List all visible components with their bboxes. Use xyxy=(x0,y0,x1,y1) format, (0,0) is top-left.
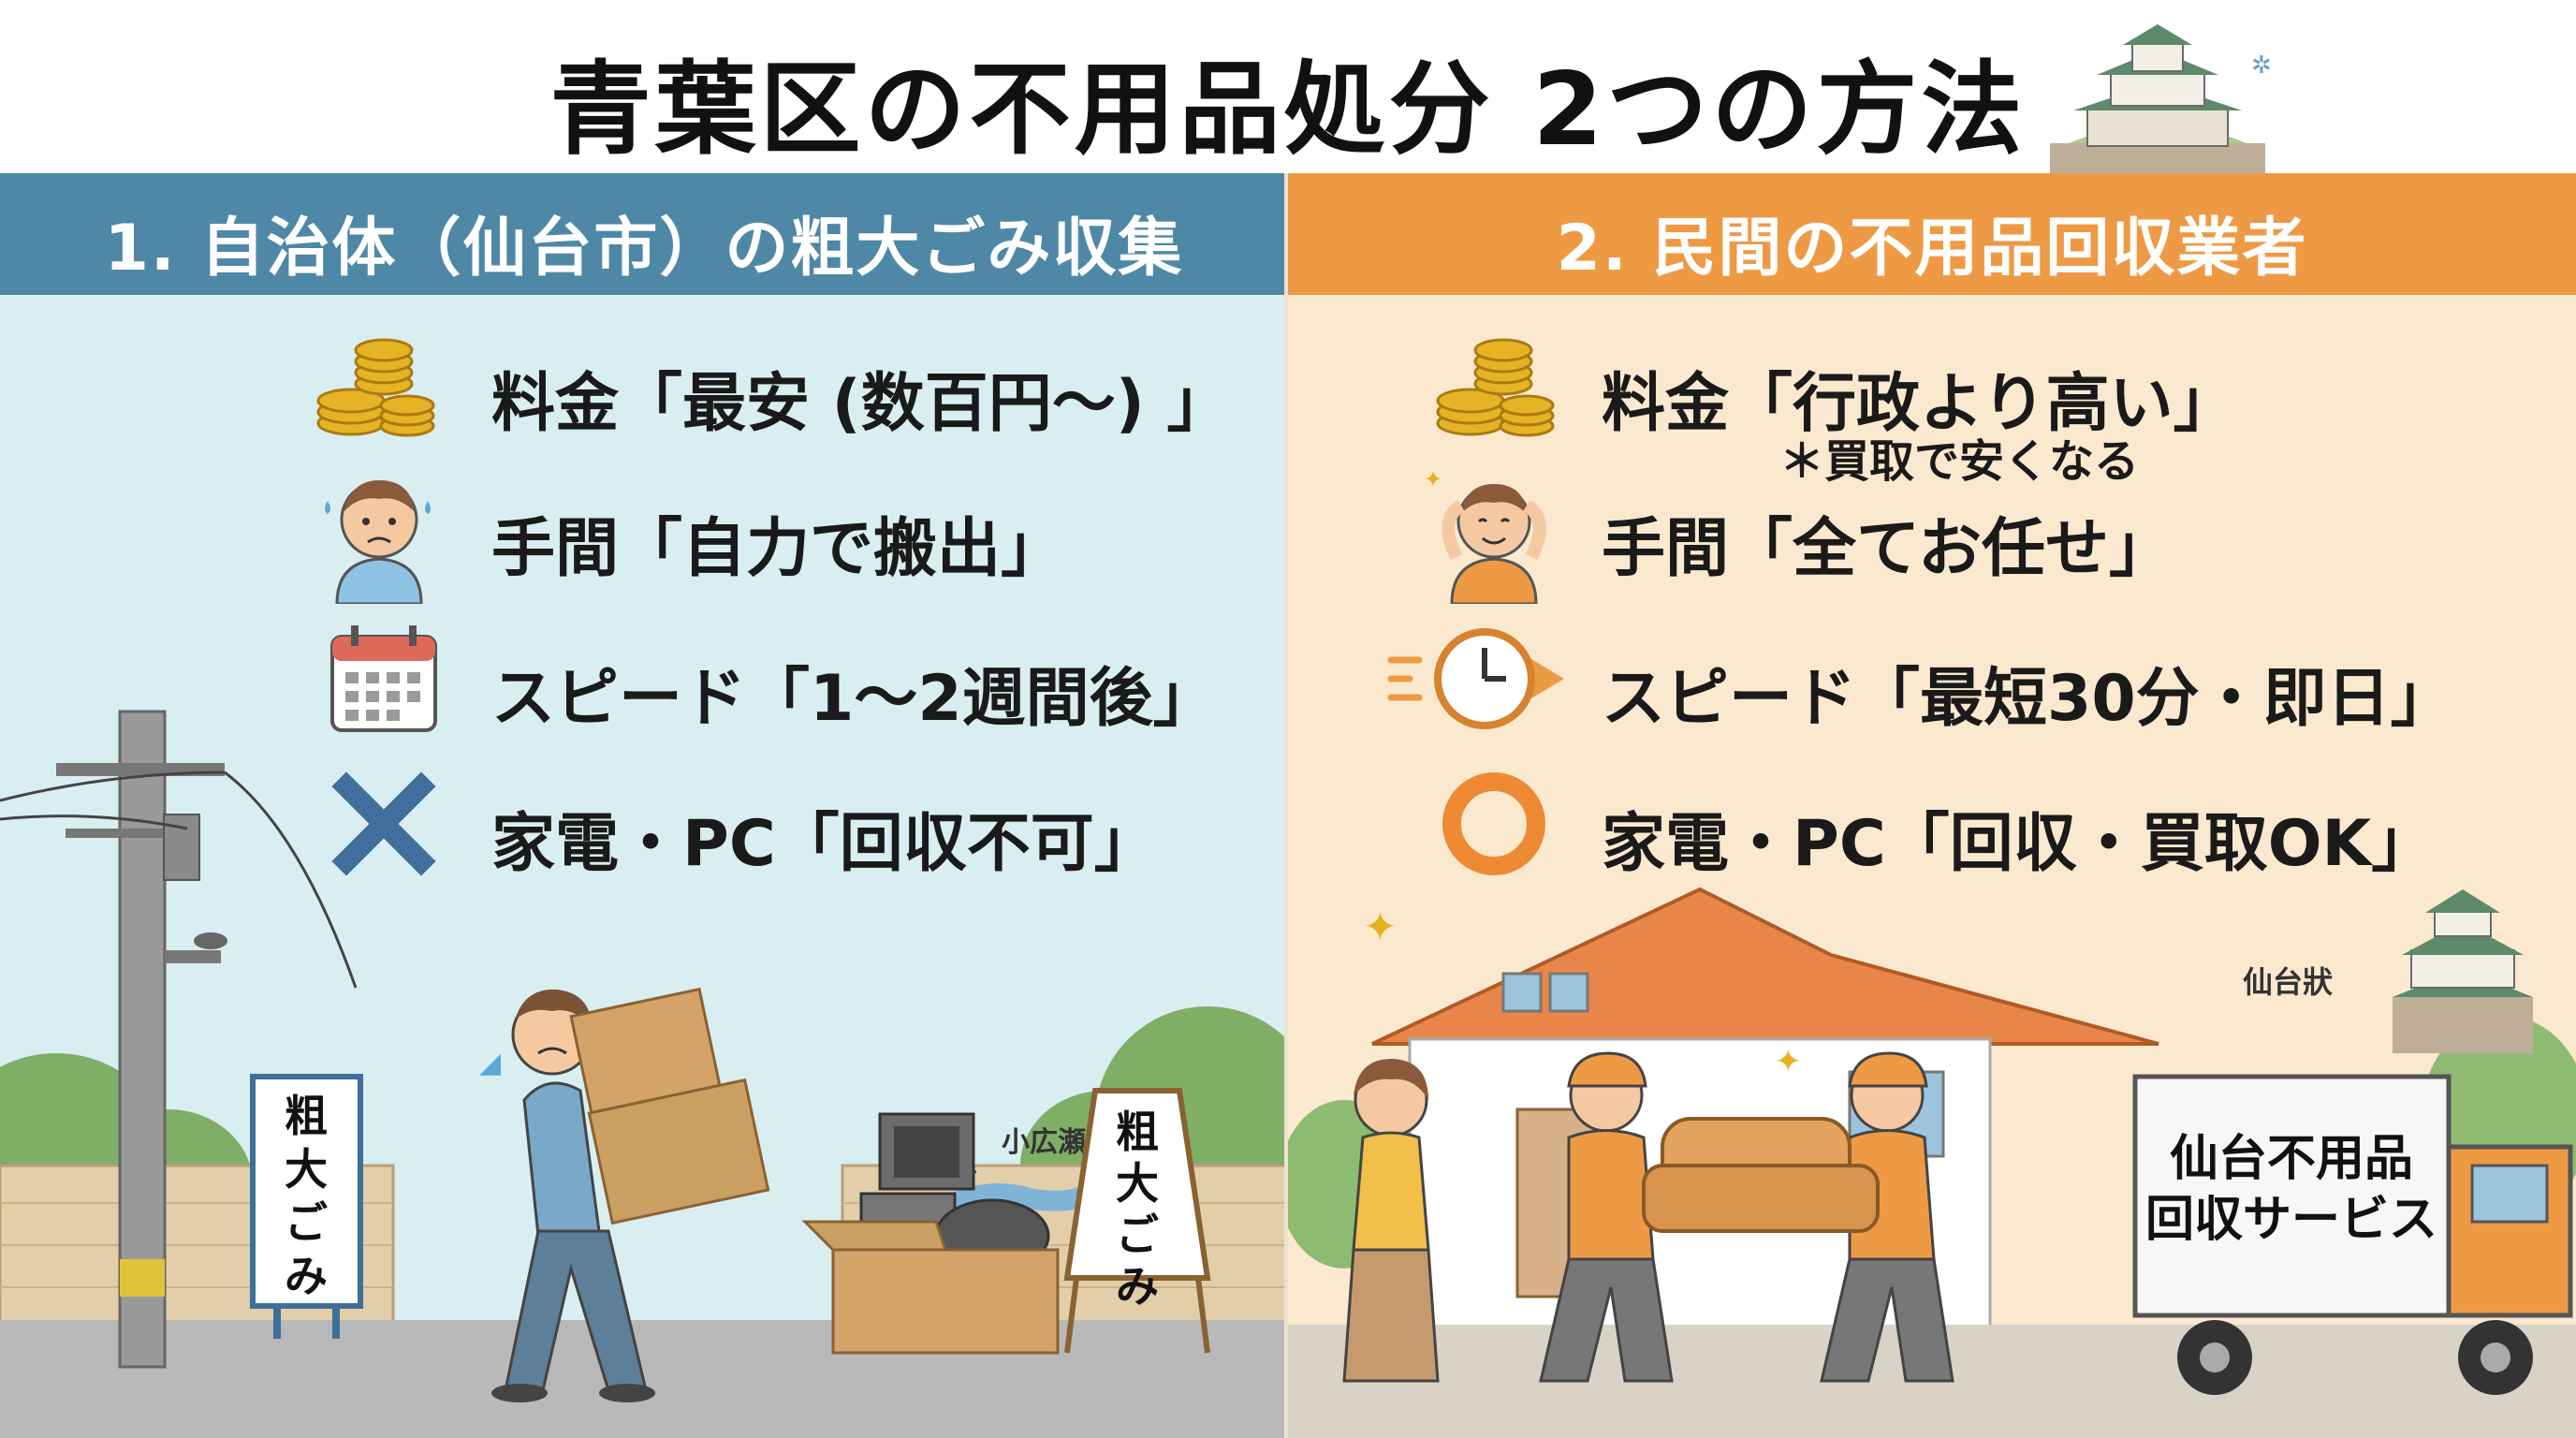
svg-text:✦: ✦ xyxy=(1775,1043,1802,1080)
cross-mark-icon xyxy=(328,768,459,899)
left-sign-char-2: 大 xyxy=(285,1144,328,1195)
right-item-speed: スピード「最短30分・即日」 xyxy=(1602,662,2454,736)
castle-label: 仙台狀 xyxy=(2243,964,2333,1000)
movers-with-sofa xyxy=(1539,1051,1954,1383)
worried-person-icon xyxy=(314,463,445,606)
right-sign-char-1: 粗 xyxy=(1116,1107,1159,1157)
castle-right xyxy=(2393,889,2533,1053)
right-scene-illustration: 仙台狀 ✦ ✦ ✦ xyxy=(1288,887,2576,1438)
truck-text-line1: 仙台不用品 xyxy=(2170,1131,2413,1187)
left-header-title: 1. 自治体（仙台市）の粗大ごみ収集 xyxy=(104,212,1184,286)
man-carrying-boxes: ◢ xyxy=(479,987,770,1402)
left-panel: 1. 自治体（仙台市）の粗大ごみ収集 料金「最安 (数百円〜) 」 手間「自力で… xyxy=(0,173,1288,1438)
right-header: 2. 民間の不用品回収業者 xyxy=(1288,173,2576,295)
right-item-appliances: 家電・PC「回収・買取OK」 xyxy=(1602,807,2436,881)
title-bar: 青葉区の不用品処分 2つの方法 ✲ xyxy=(0,0,2576,176)
right-sign-char-2: 大 xyxy=(1116,1158,1159,1209)
left-item-effort: 手間「自力で搬出」 xyxy=(491,512,1065,586)
truck: 仙台不用品 回収サービス xyxy=(2132,1074,2573,1395)
coins-icon xyxy=(309,318,440,449)
truck-text-line2: 回収サービス xyxy=(2145,1192,2437,1248)
left-scene-illustration: 粗 大 ご み ◢ 小広瀬川 仙台 粗 大 ご xyxy=(0,710,1288,1438)
page-title: 青葉区の不用品処分 2つの方法 xyxy=(549,51,2027,169)
right-header-title: 2. 民間の不用品回収業者 xyxy=(1556,212,2308,286)
castle-icon: ✲ xyxy=(2050,24,2272,176)
right-sign-char-4: み xyxy=(1116,1261,1159,1312)
coins-icon xyxy=(1428,318,1559,449)
right-sign-char-3: ご xyxy=(1116,1210,1159,1260)
calendar-icon xyxy=(323,618,454,749)
left-item-appliances: 家電・PC「回収不可」 xyxy=(491,807,1158,881)
left-header: 1. 自治体（仙台市）の粗大ごみ収集 xyxy=(0,173,1288,295)
right-item-effort: 手間「全てお任せ」 xyxy=(1602,512,2173,586)
left-sign-char-1: 粗 xyxy=(285,1091,328,1141)
circle-mark-icon xyxy=(1438,768,1569,899)
svg-text:✲: ✲ xyxy=(2251,51,2272,80)
right-item-cost: 料金「行政より高い」 xyxy=(1602,367,2237,441)
right-item-cost-note: ＊買取で安くなる xyxy=(1779,435,2140,488)
left-item-cost: 料金「最安 (数百円〜) 」 xyxy=(491,367,1231,441)
relaxed-person-icon: ✦ xyxy=(1419,463,1550,606)
svg-text:✦: ✦ xyxy=(1424,466,1442,492)
svg-text:✦: ✦ xyxy=(1363,903,1398,951)
left-sign-char-3: ご xyxy=(285,1197,328,1248)
right-panel: 2. 民間の不用品回収業者 料金「行政より高い」 ＊買取で安くなる ✦ 手間「全… xyxy=(1288,173,2576,1438)
left-item-speed: スピード「1〜2週間後」 xyxy=(491,662,1217,736)
woman-figure xyxy=(1342,1058,1440,1383)
svg-text:◢: ◢ xyxy=(479,1047,501,1079)
fast-clock-icon xyxy=(1386,618,1573,749)
left-sign-char-4: み xyxy=(285,1251,328,1301)
